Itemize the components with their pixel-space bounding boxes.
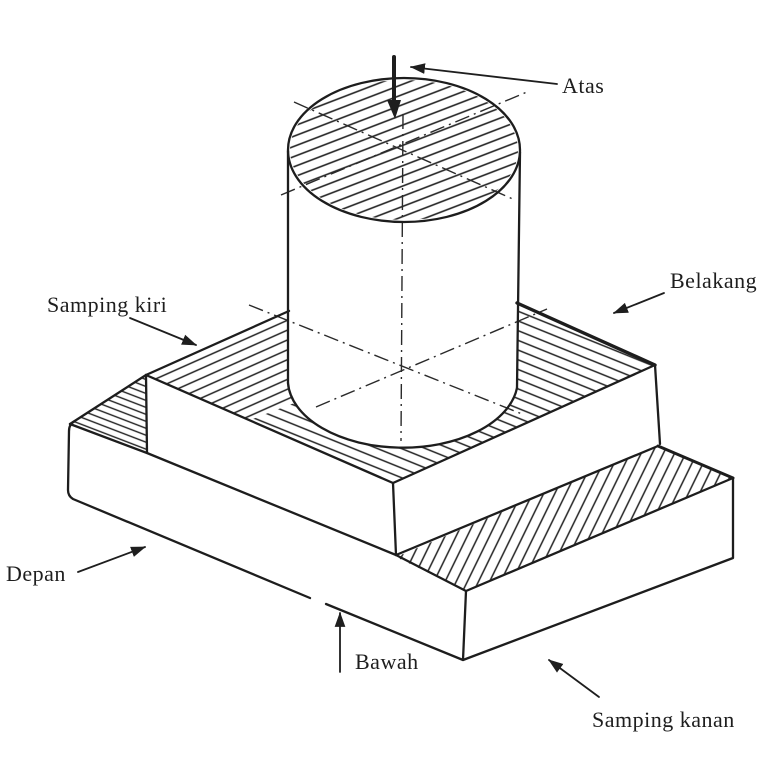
base-centerline-front: [248, 304, 523, 415]
top-ellipse-centerline-left: [280, 91, 528, 196]
label-bawah: Bawah: [355, 649, 419, 674]
cylinder-top-face-hatch: [290, 80, 518, 220]
view-arrow-samping-kiri: [129, 317, 197, 346]
upper-right-corner-edge: [653, 363, 662, 446]
step-strip-back-edge: [394, 444, 660, 557]
annotation-arrows: [77, 55, 665, 698]
base-top-right-front-edge: [464, 476, 735, 593]
base-top-step-strip-hatch: [396, 446, 733, 591]
view-arrow-atas-head: [387, 100, 401, 119]
label-depan: Depan: [6, 561, 66, 586]
label-atas: Atas: [562, 73, 604, 98]
top-ellipse-centerline-right: [293, 101, 516, 201]
annotation-labels: Atas Belakang Samping kiri Depan Bawah S…: [6, 73, 757, 732]
upper-top-face-left-hatch: [146, 311, 302, 420]
leader-atas: [409, 63, 558, 85]
object-edges: [66, 76, 735, 662]
label-samping-kiri: Samping kiri: [47, 292, 167, 317]
cylinder-body: [288, 150, 520, 448]
center-lines: [248, 91, 548, 442]
view-arrow-depan: [77, 546, 147, 573]
view-arrow-belakang: [613, 292, 665, 314]
upper-top-front-left-edge: [144, 373, 395, 485]
label-samping-kanan: Samping kanan: [592, 707, 735, 732]
cylinder-axis-centerline: [400, 113, 404, 442]
view-arrow-samping-kanan: [548, 659, 600, 698]
label-belakang: Belakang: [670, 268, 757, 293]
upper-top-back-right-edge: [515, 301, 657, 367]
base-top-back-left-edge: [68, 373, 148, 426]
cylinder-base-arc: [286, 381, 519, 449]
upper-top-back-left-edge: [144, 309, 291, 377]
cylinder: [288, 78, 520, 448]
base-centerline-back: [315, 308, 548, 408]
cylinder-right-edge: [515, 150, 522, 390]
step-strip-right-edge: [656, 444, 735, 480]
upper-left-corner-edge: [144, 373, 149, 455]
cylinder-top-edge: [286, 76, 522, 224]
upper-top-front-right-edge: [391, 363, 657, 485]
upper-front-corner-edge: [391, 481, 398, 557]
base-top-left-sliver-hatch: [70, 375, 147, 453]
